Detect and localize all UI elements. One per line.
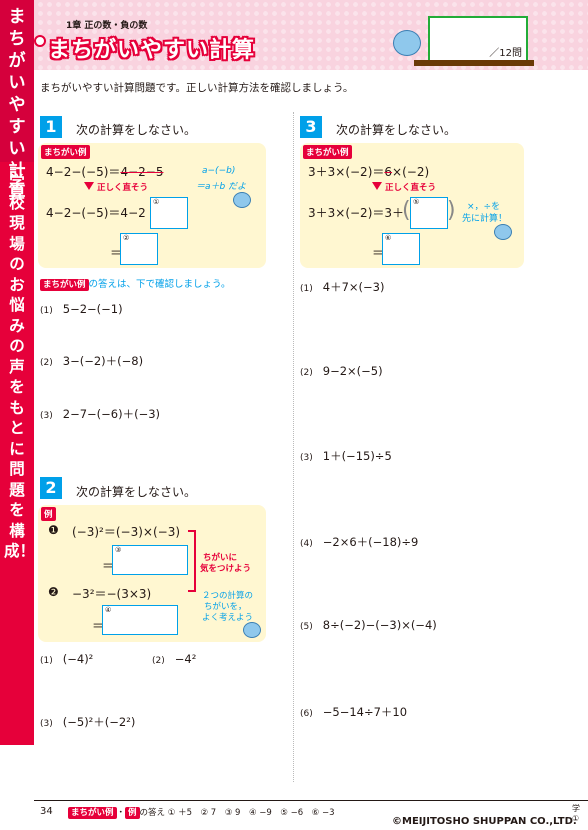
- example-1-line: (−3)²＝(−3)×(−3): [72, 525, 181, 539]
- section-1-wrong-line: 4−2−(−5)＝4−2−5: [46, 163, 163, 180]
- wrong-line-left: 4−2−(−5)＝: [46, 165, 121, 179]
- problem-3-4[interactable]: (4)−2×6＋(−18)÷9: [300, 535, 419, 549]
- problem-3-5[interactable]: (5)8÷(−2)−(−3)×(−4): [300, 618, 437, 632]
- footer-tag-1: まちがい例: [68, 807, 117, 819]
- footer-dot: ・: [116, 808, 126, 818]
- section-1-tag: まちがい例: [41, 145, 90, 159]
- section-1-hint-2: ＝a＋b だよ: [196, 182, 247, 192]
- example-2-mark: ❷: [48, 585, 59, 599]
- footer-answer-text: の答え ① ＋5 ② 7 ③ 9 ④ −9 ⑤ −6 ⑥ −3: [139, 808, 335, 818]
- note-text: の答えは、下で確認しましょう。: [88, 279, 231, 290]
- equals-sign: ＝: [102, 559, 115, 573]
- title-bullet-icon: [34, 35, 46, 47]
- section-3-correct-line: 3＋3×(−2)＝3＋: [308, 206, 405, 220]
- page-number: 34: [40, 806, 53, 817]
- score-box[interactable]: ／12問: [428, 16, 528, 64]
- paren-open: (: [402, 198, 411, 223]
- problem-1-3[interactable]: (3)2−7−(−6)＋(−3): [40, 407, 161, 421]
- chapter-label: 1章 正の数・負の数: [66, 21, 148, 31]
- down-arrow-icon: [372, 182, 382, 190]
- problem-2-3[interactable]: (3)(−5)²＋(−2²): [40, 715, 136, 729]
- footer-divider: [34, 800, 588, 801]
- section-3-instruction: 次の計算をしなさい。: [336, 123, 457, 137]
- section-1-instruction: 次の計算をしなさい。: [76, 123, 197, 137]
- section-3-tag: まちがい例: [303, 145, 352, 159]
- section-1-note: まちがい例の答えは、下で確認しましょう。: [40, 276, 231, 291]
- sidebar-subtitle: 学校現場のお悩みの声をもとに問題を構成！: [4, 173, 36, 560]
- answer-box-4-number: ④: [105, 606, 112, 614]
- section-2-tag: 例: [41, 507, 56, 521]
- problem-3-3[interactable]: (3)1＋(−15)÷5: [300, 449, 392, 463]
- copyright: ©MEIJITOSHO SHUPPAN CO.,LTD.: [392, 816, 577, 827]
- section-2-hint-3: よく考えよう: [202, 613, 254, 623]
- answer-box-2[interactable]: ②: [120, 233, 158, 265]
- answer-box-1-number: ①: [153, 198, 160, 206]
- down-arrow-icon: [84, 182, 94, 190]
- answer-box-6-number: ⑥: [385, 234, 392, 242]
- answer-box-6[interactable]: ⑥: [382, 233, 420, 265]
- wrong-line-struck: 6: [384, 165, 393, 179]
- paren-close: ): [447, 198, 456, 223]
- sidebar-title-block: [0, 0, 34, 162]
- equals-sign: ＝: [372, 246, 385, 260]
- section-3-hint-1: ×，÷を: [467, 202, 501, 212]
- wrong-line-struck: 4−2−5: [120, 165, 164, 179]
- answer-box-4[interactable]: ④: [102, 605, 178, 635]
- problem-2-2[interactable]: (2)−4²: [152, 652, 197, 666]
- problem-3-1[interactable]: (1)4＋7×(−3): [300, 280, 385, 294]
- answer-box-2-number: ②: [123, 234, 130, 242]
- section-3-wrong-line: 3＋3×(−2)＝6×(−2): [308, 163, 429, 180]
- section-2-hint-1: ２つの計算の: [202, 591, 254, 601]
- problem-1-2[interactable]: (2)3−(−2)＋(−8): [40, 354, 144, 368]
- section-1-hint-1: a−(−b): [202, 166, 236, 176]
- wrong-line-right: ×(−2): [392, 165, 430, 179]
- grade-mark: 学①: [572, 804, 580, 823]
- footer-tag-2: 例: [125, 807, 140, 819]
- column-divider: [293, 112, 294, 782]
- mouse-mascot-icon: [393, 30, 421, 56]
- problem-2-1[interactable]: (1)(−4)²: [40, 652, 94, 666]
- note-tag: まちがい例: [40, 279, 89, 291]
- section-3-number: 3: [300, 116, 322, 138]
- section-2-instruction: 次の計算をしなさい。: [76, 485, 197, 499]
- answer-box-1[interactable]: ①: [150, 197, 188, 229]
- section-2-number: 2: [40, 477, 62, 499]
- example-2-line: −3²＝−(3×3): [72, 587, 152, 601]
- page-title: まちがいやすい計算: [48, 38, 256, 63]
- problem-1-1[interactable]: (1)5−2−(−1): [40, 302, 123, 316]
- score-board-base: [414, 60, 534, 66]
- section-2-hint-2: ちがいを，: [204, 602, 247, 612]
- caution-2: 気をつけよう: [200, 564, 252, 574]
- caution-1: ちがいに: [203, 553, 238, 563]
- wrong-line-left: 3＋3×(−2)＝: [308, 165, 385, 179]
- equals-sign: ＝: [92, 619, 105, 633]
- problem-3-6[interactable]: (6)−5−14÷7＋10: [300, 705, 408, 719]
- answer-box-5-number: ⑤: [413, 198, 420, 206]
- sidebar-title: まちがいやすい計算: [8, 7, 26, 203]
- intro-text: まちがいやすい計算問題です。正しい計算方法を確認しましょう。: [40, 82, 354, 94]
- footer-answers: まちがい例・例の答え ① ＋5 ② 7 ③ 9 ④ −9 ⑤ −6 ⑥ −3: [68, 806, 335, 819]
- section-1-correct-label: 正しく直そう: [97, 183, 149, 193]
- section-3-correct-label: 正しく直そう: [385, 183, 437, 193]
- mouse-mascot-icon: [233, 192, 251, 208]
- section-1-number: 1: [40, 116, 62, 138]
- answer-box-3-number: ③: [115, 546, 122, 554]
- answer-box-5[interactable]: ⑤: [410, 197, 448, 229]
- score-label: ／12問: [489, 48, 522, 59]
- comparison-bracket: [188, 530, 196, 592]
- equals-sign: ＝: [110, 246, 123, 260]
- mouse-mascot-icon: [494, 224, 512, 240]
- mouse-mascot-icon: [243, 622, 261, 638]
- example-1-mark: ❶: [48, 523, 59, 537]
- answer-box-3[interactable]: ③: [112, 545, 188, 575]
- section-3-hint-2: 先に計算！: [462, 214, 508, 224]
- problem-3-2[interactable]: (2)9−2×(−5): [300, 364, 383, 378]
- section-1-correct-line: 4−2−(−5)＝4−2: [46, 206, 146, 220]
